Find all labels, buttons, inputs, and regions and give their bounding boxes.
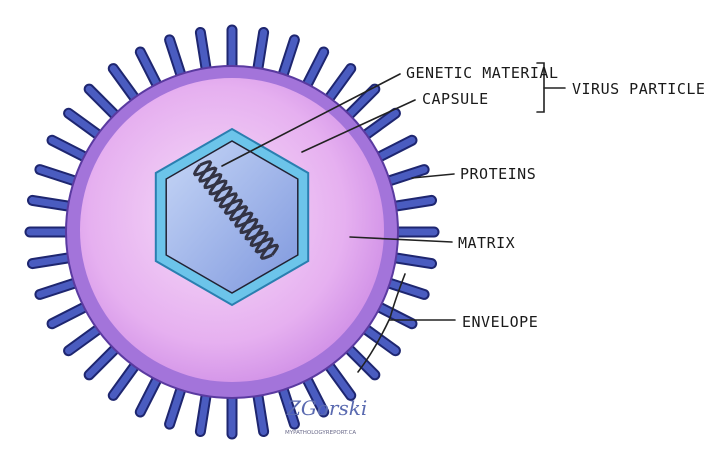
label-matrix: MATRIX <box>458 234 515 252</box>
proteins-leader <box>411 173 455 179</box>
signature-logo: ZGorski <box>286 396 367 420</box>
label-proteins: PROTEINS <box>460 165 536 183</box>
dna-strand <box>192 164 280 256</box>
label-genetic-material: GENETIC MATERIAL <box>406 64 559 82</box>
signature-site: MYPATHOLOGYREPORT.CA <box>285 430 356 436</box>
genetic-material-dna <box>192 160 280 260</box>
label-envelope: ENVELOPE <box>462 313 538 331</box>
matrix-leader <box>349 236 453 243</box>
genetic-material-leader <box>221 73 401 167</box>
label-virus-particle: VIRUS PARTICLE <box>572 80 705 98</box>
envelope-bracket <box>357 273 406 373</box>
capsule-leader <box>301 99 416 153</box>
label-capsule: CAPSULE <box>422 90 489 108</box>
